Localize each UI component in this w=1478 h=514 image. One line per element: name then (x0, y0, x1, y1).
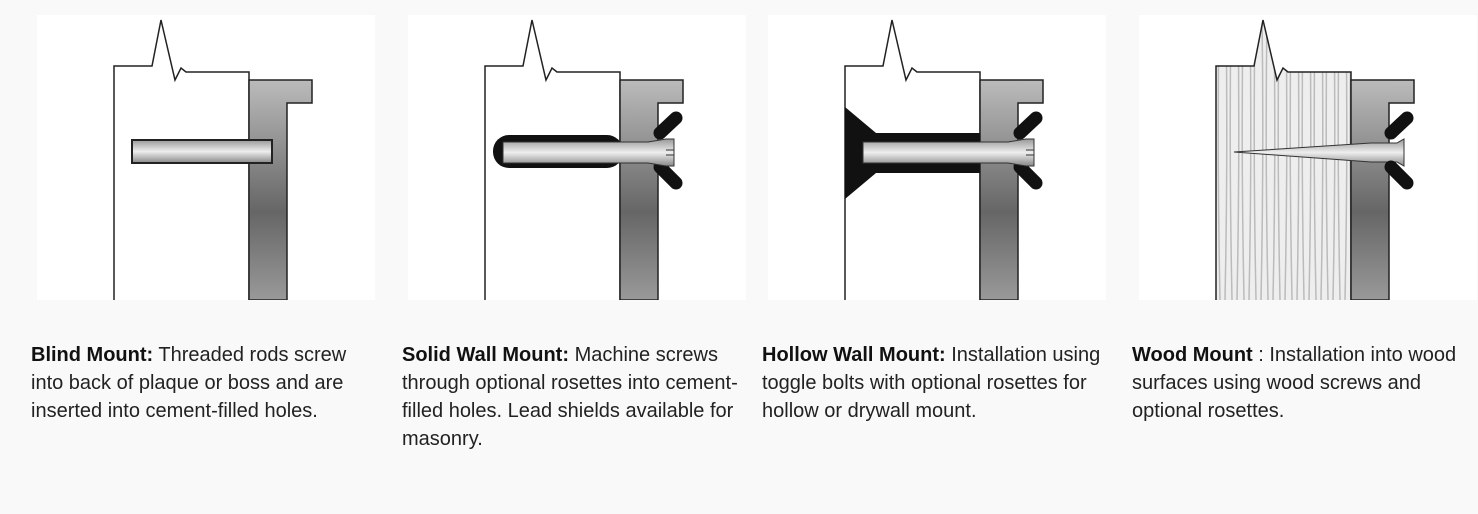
plaque (248, 79, 313, 300)
rosette-icon (653, 111, 683, 190)
caption-title: Hollow Wall Mount: (762, 344, 946, 366)
wood-mount-caption: Wood Mount : Installation into wood surf… (1132, 341, 1472, 425)
threaded-rod (131, 139, 273, 164)
rosette-icon (1384, 111, 1414, 190)
wall (1215, 19, 1352, 300)
hollow-wall-mount-diagram (768, 15, 1106, 300)
blind-mount-caption: Blind Mount: Threaded rods screw into ba… (31, 341, 371, 425)
caption-title: Blind Mount: (31, 344, 154, 366)
plaque (1350, 79, 1415, 300)
solid-wall-mount-caption: Solid Wall Mount: Machine screws through… (402, 341, 742, 453)
hollow-wall-mount-caption: Hollow Wall Mount: Installation using to… (762, 341, 1102, 425)
solid-wall-mount-diagram (408, 15, 746, 300)
blind-mount-diagram (37, 15, 375, 300)
caption-text: Threaded rods screw into back of plaque … (31, 344, 347, 422)
caption-title: Wood Mount (1132, 344, 1253, 366)
caption-text: Machine screws through optional rosettes… (402, 344, 738, 450)
machine-screw (862, 138, 1035, 167)
plaque (979, 79, 1044, 300)
caption-text: Installation using toggle bolts with opt… (762, 344, 1101, 422)
wood-screw (1233, 138, 1405, 167)
plaque (619, 79, 684, 300)
caption-title: Solid Wall Mount: (402, 344, 570, 366)
wood-mount-diagram (1139, 15, 1477, 300)
caption-text: : Installation into wood surfaces using … (1132, 344, 1457, 422)
machine-screw (502, 138, 675, 167)
rosette-icon (1013, 111, 1043, 190)
